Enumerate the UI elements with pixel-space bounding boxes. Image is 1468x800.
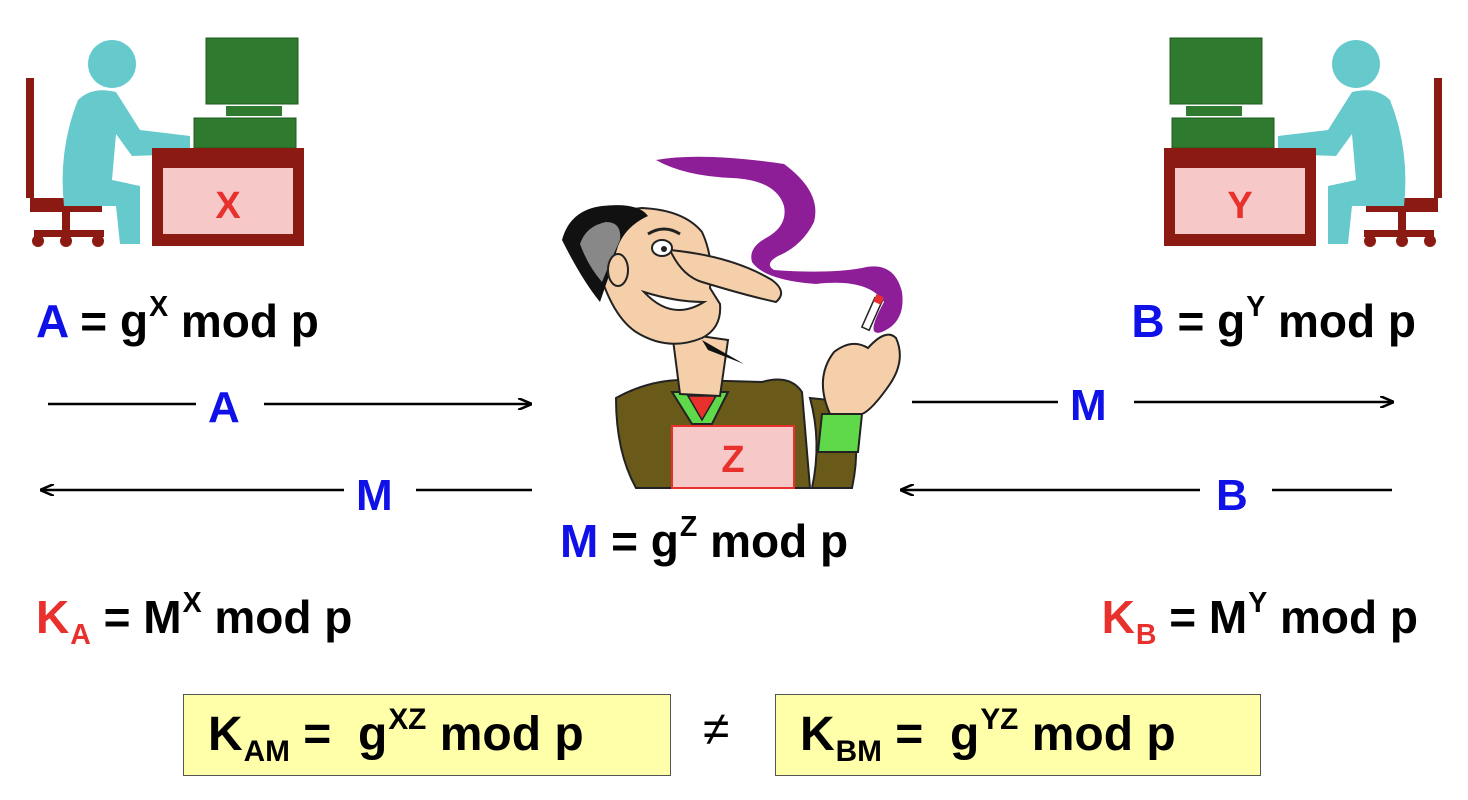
user-x-label: X <box>215 185 241 227</box>
attacker-head <box>562 205 783 364</box>
desk-icon: X <box>152 148 304 246</box>
user-y-label: Y <box>1227 185 1252 227</box>
smoke-icon <box>656 156 903 333</box>
attacker-illustration: Z <box>562 156 903 489</box>
key-b-var: KB <box>1101 591 1157 651</box>
message-a-label: A <box>208 383 240 432</box>
var-m: M <box>560 515 599 567</box>
key-a-var: KA <box>36 591 91 651</box>
var-a: A <box>36 295 68 347</box>
hand-cigarette-icon <box>808 294 901 489</box>
not-equal-symbol: ≠ <box>703 703 730 756</box>
desk-icon <box>1164 148 1316 246</box>
message-b-label: B <box>1216 471 1248 520</box>
message-m-left-label: M <box>356 471 393 520</box>
key-b-equation: KB = MY mod p <box>1101 587 1418 651</box>
equation-b: B = gY mod p <box>1131 291 1416 347</box>
result-box-right: KBM = gYZ mod p <box>775 694 1261 776</box>
result-box-left: KAM = gXZ mod p <box>183 694 671 776</box>
message-arrows <box>0 0 1468 560</box>
attacker-label: Z <box>721 439 744 481</box>
computer-icon <box>1169 37 1275 149</box>
user-x-illustration: X <box>26 37 304 247</box>
computer-icon <box>193 37 299 149</box>
equation-a: A = gX mod p <box>36 291 319 347</box>
person-icon <box>1278 40 1406 244</box>
user-y-illustration: Y <box>1164 37 1442 247</box>
var-b: B <box>1131 295 1165 347</box>
equation-m: M = gZ mod p <box>560 511 849 567</box>
key-a-equation: KA = MX mod p <box>36 587 353 651</box>
message-m-right-label: M <box>1070 381 1107 430</box>
person-icon <box>62 40 190 244</box>
